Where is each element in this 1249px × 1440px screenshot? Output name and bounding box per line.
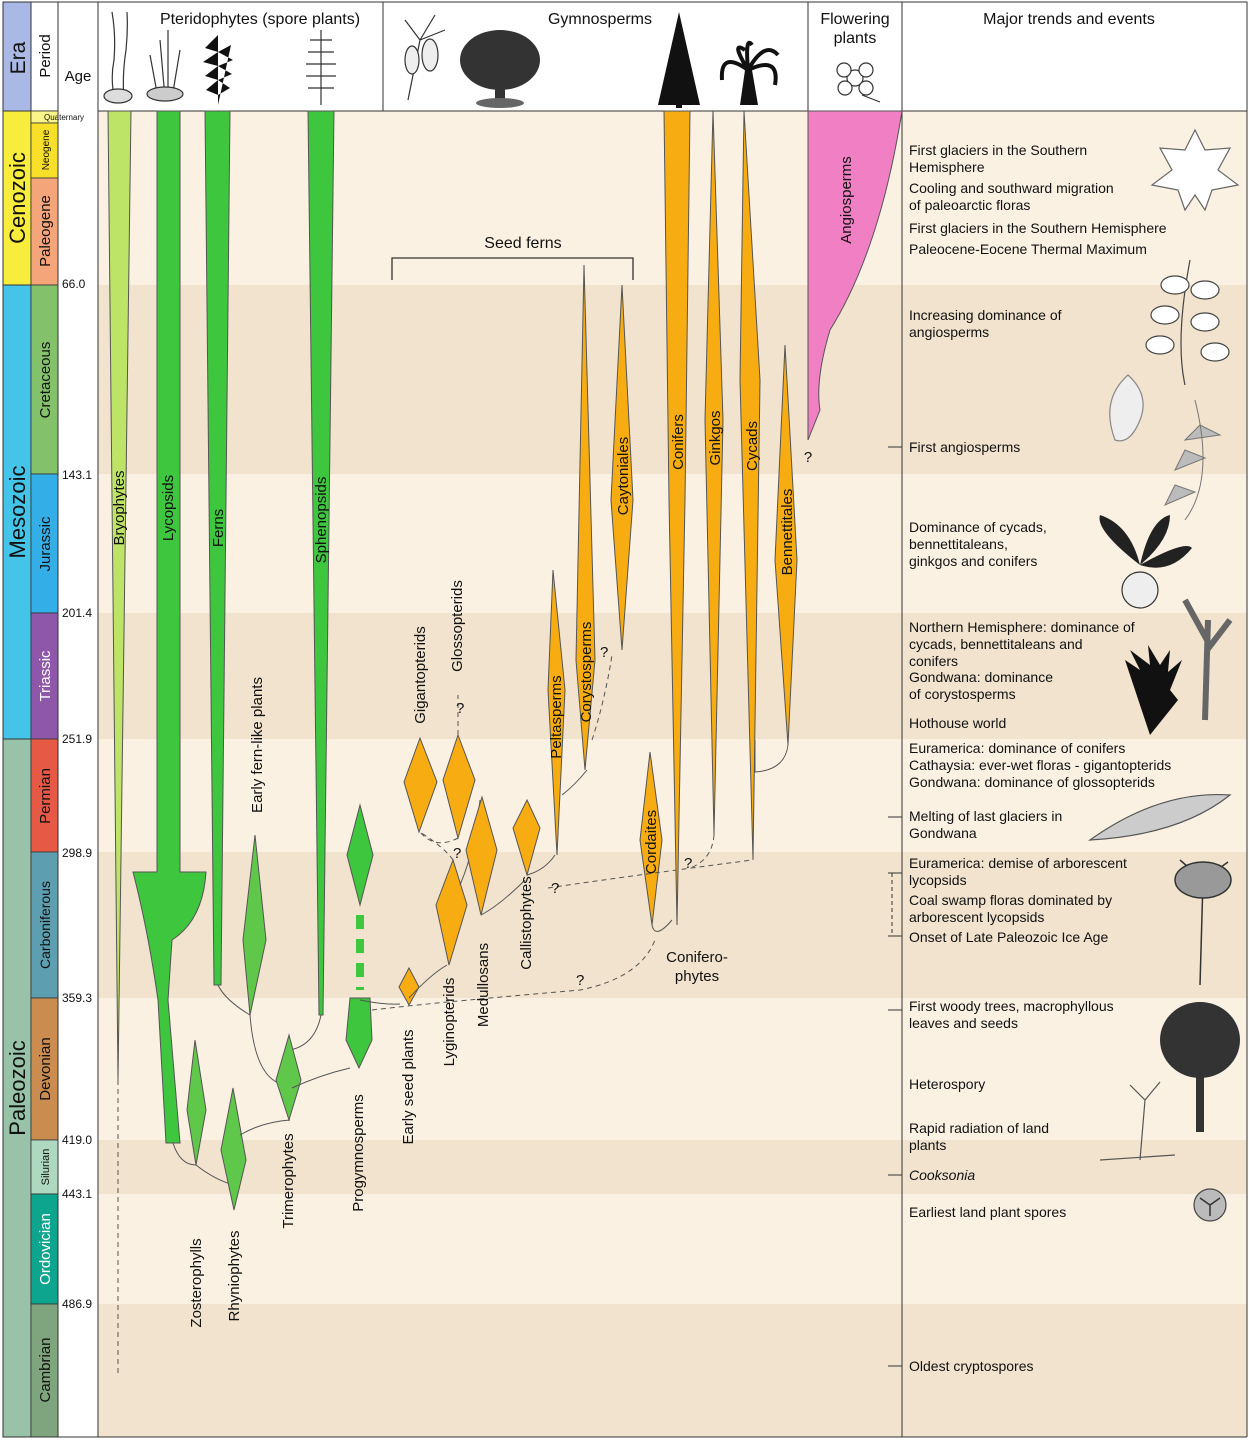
label-bryophytes: Bryophytes <box>111 470 128 545</box>
question-mark-ginkgo: ? <box>684 855 692 872</box>
label-progymnosperms: Progymnosperms <box>350 1094 367 1212</box>
age-419: 419.0 <box>62 1133 92 1147</box>
label-corystosperms: Corystosperms <box>578 622 595 723</box>
age-header-label: Age <box>65 68 92 85</box>
label-lyginopterids: Lyginopterids <box>441 978 458 1067</box>
period-label-cambrian: Cambrian <box>37 1337 54 1402</box>
period-label-paleogene: Paleogene <box>37 195 54 267</box>
label-early-fern-like: Early fern-like plants <box>249 677 266 813</box>
event-13: Gondwana: dominance of glossopterids <box>909 774 1155 790</box>
label-early-seed-plants: Early seed plants <box>400 1029 417 1144</box>
label-trimerophytes: Trimerophytes <box>280 1133 297 1228</box>
label-medullosans: Medullosans <box>475 943 492 1027</box>
header-pteridophytes: Pteridophytes (spore plants) <box>160 11 360 28</box>
event-21: Cooksonia <box>909 1167 975 1183</box>
period-label-neogene: Neogene <box>41 129 52 170</box>
spore-illustration <box>1194 1189 1226 1221</box>
band-devonian <box>98 998 902 1140</box>
period-label-silurian: Silurian <box>40 1149 52 1186</box>
label-bennettitales: Bennettitales <box>779 489 796 576</box>
label-ferns: Ferns <box>210 509 227 547</box>
period-label-permian: Permian <box>37 768 54 824</box>
label-lycopsids: Lycopsids <box>160 475 177 541</box>
event-12: Cathaysia: ever-wet floras - gigantopter… <box>909 757 1171 773</box>
period-label-carboniferous: Carboniferous <box>37 881 53 969</box>
label-coniferophytes-1: Conifero- <box>666 949 728 966</box>
period-label-triassic: Triassic <box>37 650 54 702</box>
period-label-devonian: Devonian <box>37 1037 54 1100</box>
label-seed-ferns: Seed ferns <box>484 235 561 252</box>
band-ordovician <box>98 1194 902 1304</box>
era-label-mesozoic: Mesozoic <box>5 466 30 559</box>
event-4: Paleocene-Eocene Thermal Maximum <box>909 241 1147 257</box>
period-label-ordovician: Ordovician <box>37 1213 54 1285</box>
event-19: Heterospory <box>909 1076 985 1092</box>
period-label-jurassic: Jurassic <box>37 516 54 572</box>
event-17: Onset of Late Paleozoic Ice Age <box>909 929 1108 945</box>
age-66: 66.0 <box>62 277 86 291</box>
question-mark-coryst: ? <box>600 644 608 661</box>
header-flowering-2: plants <box>834 30 877 47</box>
label-sphenopsids: Sphenopsids <box>313 477 330 564</box>
band-cambrian <box>98 1304 902 1437</box>
label-glossopterids: Glossopterids <box>449 580 466 672</box>
question-mark-glosso: ? <box>456 700 464 717</box>
event-3: First glaciers in the Southern Hemispher… <box>909 220 1167 236</box>
label-gigantopterids: Gigantopterids <box>412 626 429 724</box>
label-cordaites: Cordaites <box>643 810 660 874</box>
event-11: Euramerica: dominance of conifers <box>909 740 1125 756</box>
label-rhyniophytes: Rhyniophytes <box>226 1231 243 1322</box>
age-299: 298.9 <box>62 846 92 860</box>
event-22: Earliest land plant spores <box>909 1204 1066 1220</box>
period-header-label: Period <box>37 34 54 77</box>
band-silurian <box>98 1140 902 1194</box>
header-gymnosperms: Gymnosperms <box>548 11 652 28</box>
period-label-quaternary: Quaternary <box>44 113 84 122</box>
question-mark-cordait: ? <box>551 880 559 897</box>
era-label-cenozoic: Cenozoic <box>5 152 30 244</box>
question-mark-conif: ? <box>576 972 584 989</box>
event-6: First angiosperms <box>909 439 1020 455</box>
question-mark-angio: ? <box>804 449 812 466</box>
header-flowering-1: Flowering <box>820 11 889 28</box>
question-mark-gigant: ? <box>453 845 461 862</box>
period-label-cretaceous: Cretaceous <box>37 342 54 419</box>
age-252: 251.9 <box>62 732 92 746</box>
label-cycads: Cycads <box>744 421 761 471</box>
label-zosterophylls: Zosterophylls <box>188 1238 205 1327</box>
age-201: 201.4 <box>62 606 92 620</box>
label-peltasperms: Peltasperms <box>548 675 565 758</box>
label-callistophytes: Callistophytes <box>518 876 535 969</box>
label-angiosperms: Angiosperms <box>838 156 855 244</box>
header-trends: Major trends and events <box>983 11 1155 28</box>
age-487: 486.9 <box>62 1297 92 1311</box>
era-header-label: Era <box>7 41 30 74</box>
era-column: Era Cenozoic Mesozoic Paleozoic <box>3 2 31 1437</box>
era-label-paleozoic: Paleozoic <box>5 1040 30 1135</box>
label-coniferophytes-2: phytes <box>675 968 719 985</box>
age-359: 359.3 <box>62 991 92 1005</box>
age-column: Age 66.0 143.1 201.4 251.9 298.9 359.3 4… <box>58 2 98 1437</box>
event-10: Hothouse world <box>909 715 1006 731</box>
age-143: 143.1 <box>62 468 92 482</box>
label-conifers: Conifers <box>670 414 687 470</box>
event-23: Oldest cryptospores <box>909 1358 1034 1374</box>
label-ginkgos: Ginkgos <box>707 410 724 465</box>
label-caytoniales: Caytoniales <box>615 437 632 515</box>
age-443: 443.1 <box>62 1187 92 1201</box>
